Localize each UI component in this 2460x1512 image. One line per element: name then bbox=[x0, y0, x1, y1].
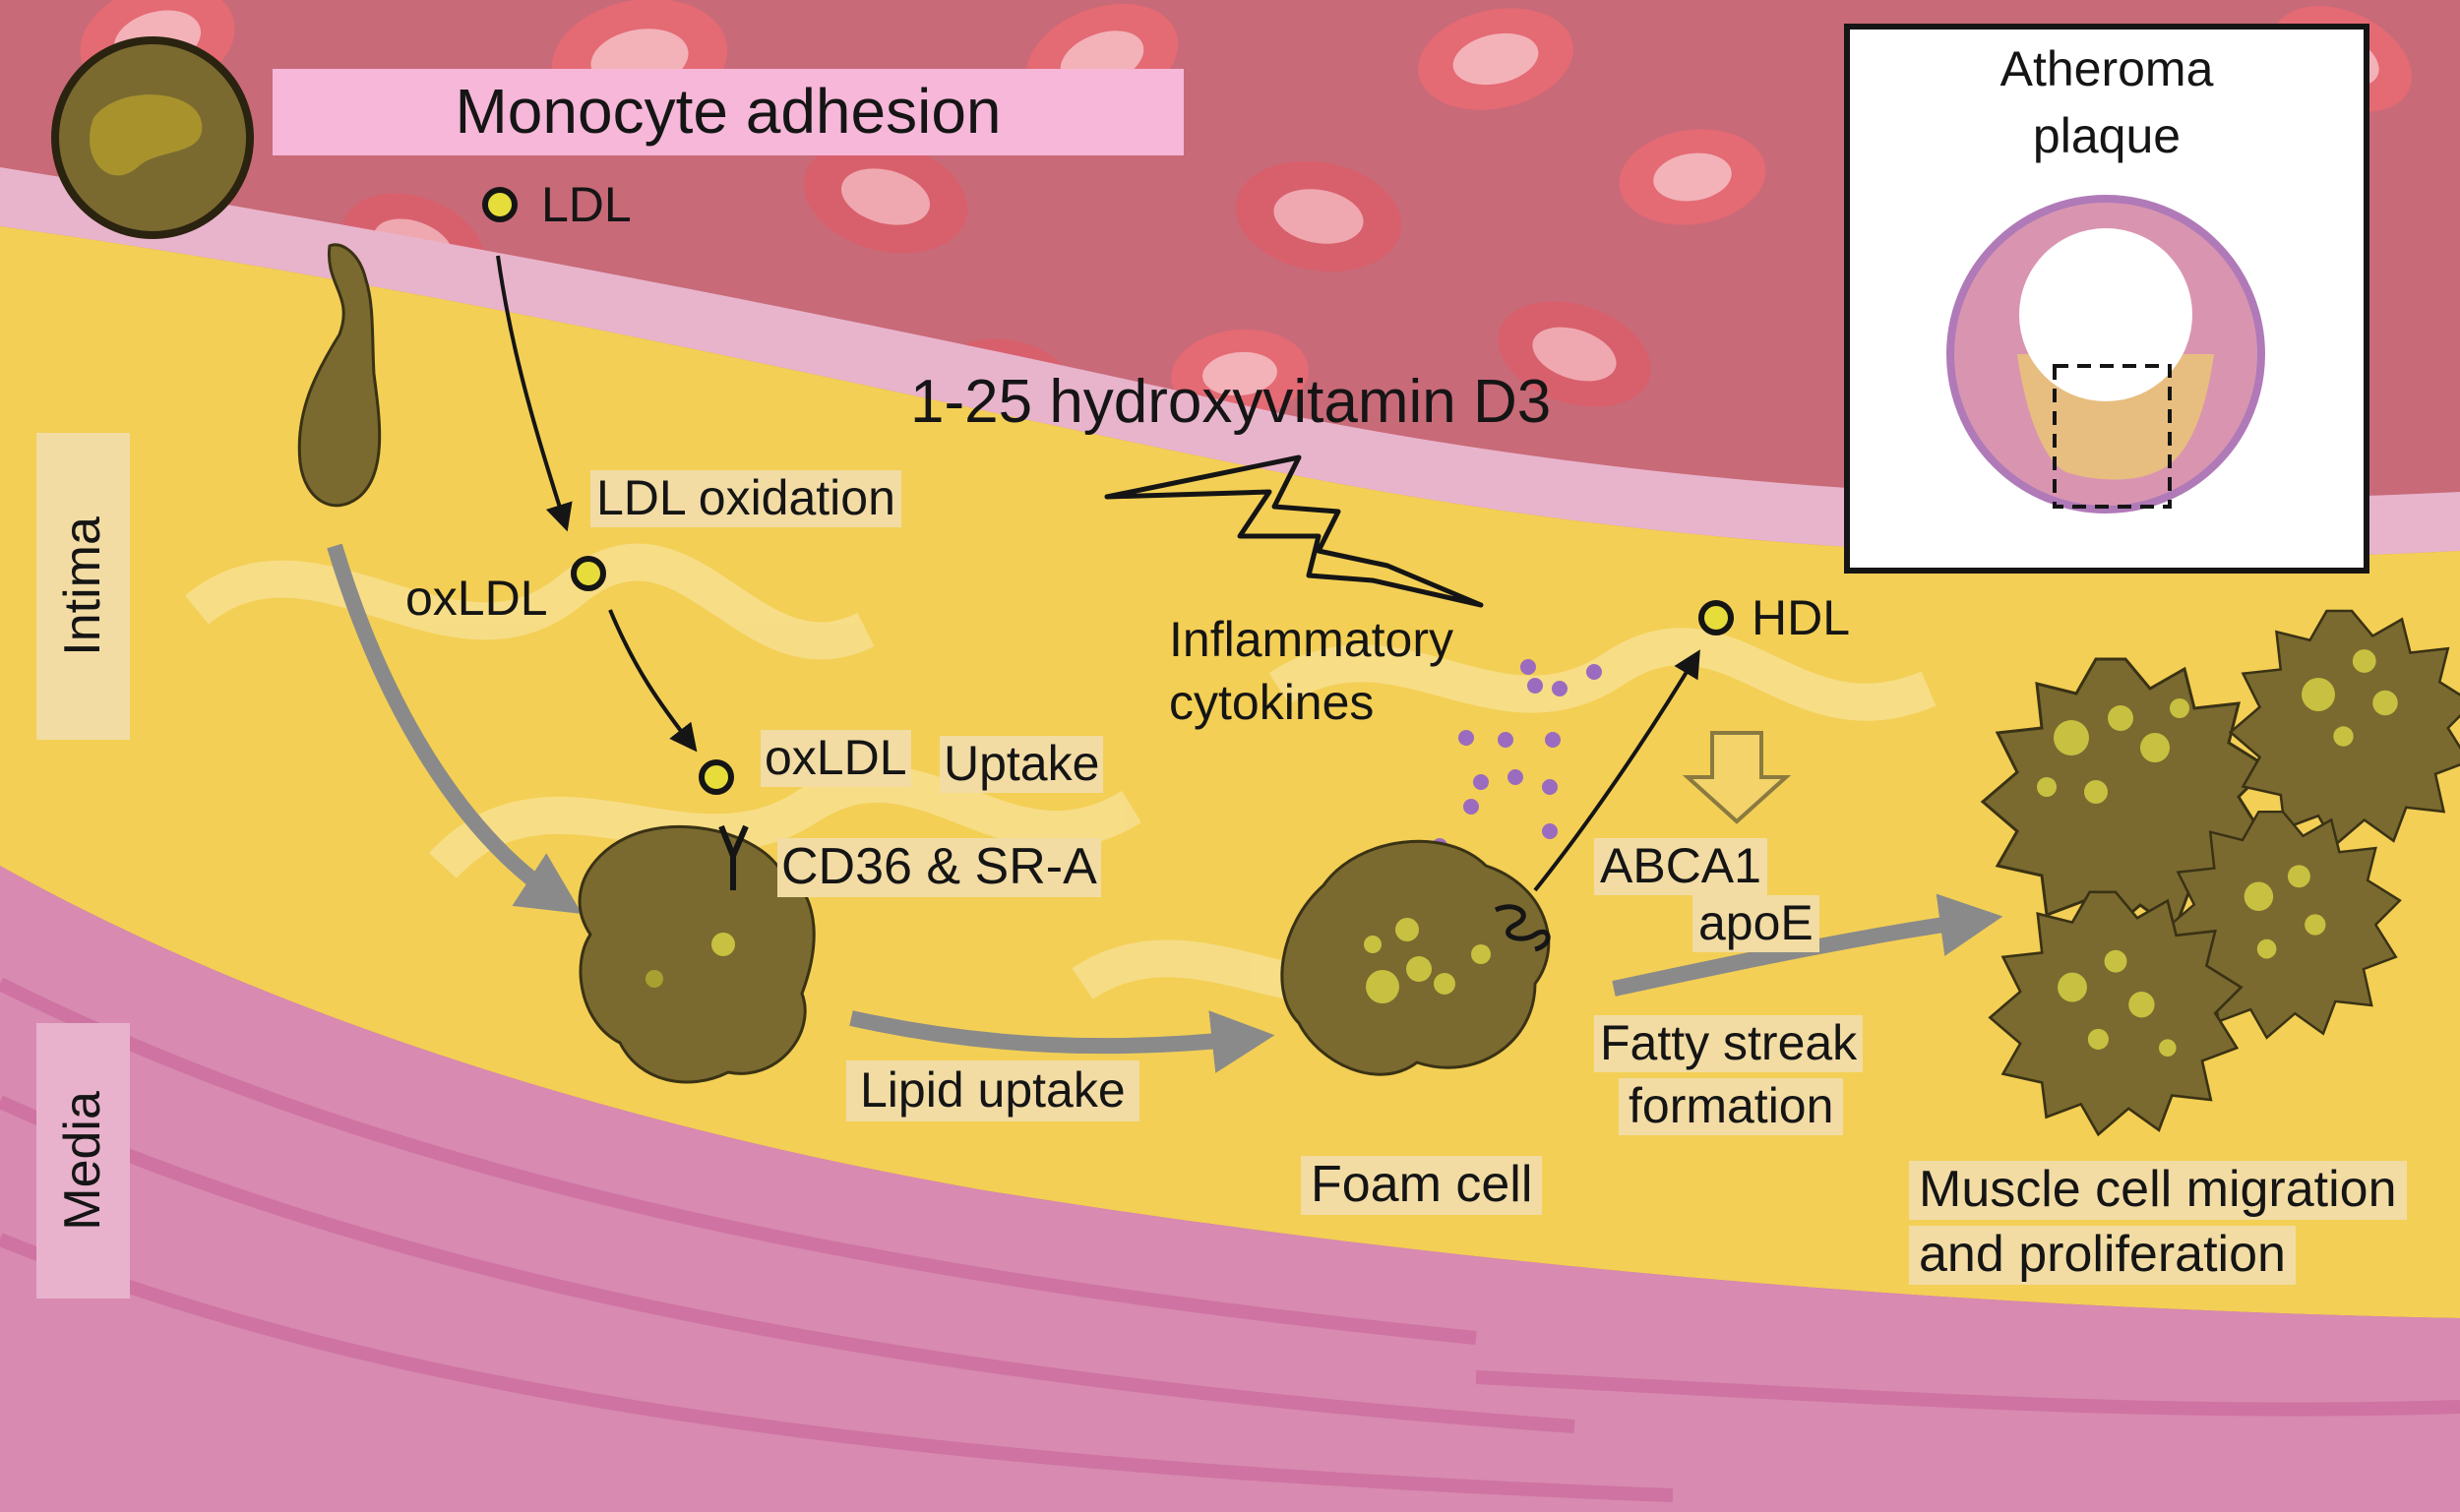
lipid-uptake-label: Lipid uptake bbox=[846, 1060, 1139, 1121]
downregulation-arrow bbox=[1682, 731, 1792, 824]
muscle-fibers bbox=[0, 977, 2460, 1502]
muscle-cell-label-line2: and proliferation bbox=[1909, 1226, 2296, 1285]
foam-cell bbox=[1280, 839, 1551, 1076]
receptor-label: CD36 & SR-A bbox=[777, 838, 1101, 897]
diagram-title: Monocyte adhesion bbox=[273, 69, 1184, 155]
cytokines-label-line2: cytokines bbox=[1169, 675, 1375, 730]
inset-title-line2: plaque bbox=[2032, 108, 2182, 163]
oxldl-label: oxLDL bbox=[405, 571, 548, 626]
ldl-label: LDL bbox=[541, 177, 632, 232]
hdl-particle bbox=[1698, 600, 1734, 635]
monocyte-cell bbox=[51, 36, 254, 239]
hdl-efflux-arrow bbox=[1533, 649, 1700, 892]
oxldl-uptake-label-a: oxLDL bbox=[761, 730, 911, 787]
lipid-uptake-arrow bbox=[849, 1010, 1275, 1073]
inset-title-line1: Atheroma bbox=[1999, 41, 2214, 96]
ldl-particle bbox=[482, 187, 518, 222]
uptake-arrow bbox=[608, 609, 698, 753]
migration-arrow bbox=[327, 543, 583, 914]
oxldl-particle bbox=[571, 556, 606, 591]
diagram-title-text: Monocyte adhesion bbox=[455, 76, 1002, 148]
cytokines-label-line1: Inflammatory bbox=[1169, 612, 1453, 667]
foam-cell-label: Foam cell bbox=[1301, 1156, 1543, 1215]
intima-layer-label: Intima bbox=[36, 433, 130, 740]
inhibition-bolt bbox=[1104, 454, 1484, 608]
abca1-transporter bbox=[1494, 904, 1551, 952]
transmigrating-monocyte bbox=[297, 243, 382, 508]
vitamin-d3-label: 1-25 hydroxyvitamin D3 bbox=[910, 368, 1552, 436]
smooth-muscle-cells bbox=[1980, 609, 2460, 1137]
hdl-label: HDL bbox=[1752, 590, 1851, 645]
cd36-receptor bbox=[718, 824, 749, 890]
fatty-streak-label-line1: Fatty streak bbox=[1594, 1015, 1864, 1072]
muscle-cell-label-line1: Muscle cell migration bbox=[1909, 1161, 2407, 1220]
media-layer bbox=[0, 866, 2460, 1512]
atheroma-inset bbox=[1844, 24, 2369, 574]
oxidation-arrow bbox=[496, 255, 573, 532]
ldl-oxidation-label: LDL oxidation bbox=[590, 470, 901, 527]
apoe-label: apoE bbox=[1692, 895, 1819, 952]
media-layer-label: Media bbox=[36, 1023, 130, 1299]
oxldl-uptake-particle bbox=[699, 759, 734, 795]
abca1-label: ABCA1 bbox=[1594, 838, 1767, 895]
macrophage-cell bbox=[578, 824, 816, 1084]
oxldl-uptake-label-b: Uptake bbox=[940, 736, 1104, 793]
fatty-streak-label-line2: formation bbox=[1619, 1078, 1844, 1135]
